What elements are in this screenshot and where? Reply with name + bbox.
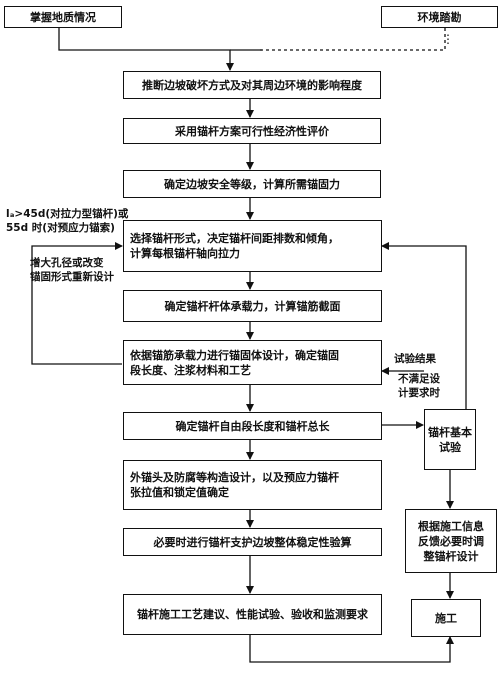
step-8: 外锚头及防腐等构造设计，以及预应力锚杆张拉值和锁定值确定 xyxy=(123,460,382,510)
redesign-label: 增大孔径或改变 锚固形式重新设计 xyxy=(30,256,114,284)
step-4-line-1: 选择锚杆形式，决定锚杆间距排数和倾角， xyxy=(130,232,339,245)
unmet-line-2: 计要求时 xyxy=(398,387,440,399)
box-geology-label: 掌握地质情况 xyxy=(30,10,96,24)
construction-box: 施工 xyxy=(411,599,481,637)
basic-test-box: 锚杆基本试验 xyxy=(424,409,476,470)
condition-label: lₐ>45d(对拉力型锚杆)或 55d 时(对预应力锚索) xyxy=(6,207,128,235)
step-2-label: 采用锚杆方案可行性经济性评价 xyxy=(175,124,329,138)
step-5-label: 确定锚杆杆体承载力，计算锚筋截面 xyxy=(164,299,341,313)
feedback-box: 根据施工信息反馈必要时调整锚杆设计 xyxy=(405,509,497,573)
unmet-line-1: 不满足设 xyxy=(398,373,440,385)
step-4-line-2: 计算每根锚杆轴向拉力 xyxy=(130,247,240,260)
construction-label: 施工 xyxy=(435,611,457,625)
box-geology: 掌握地质情况 xyxy=(4,6,122,28)
dashed-dots: ⋮ xyxy=(442,32,454,46)
step-2: 采用锚杆方案可行性经济性评价 xyxy=(123,118,381,144)
step-4: 选择锚杆形式，决定锚杆间距排数和倾角， 计算每根锚杆轴向拉力 xyxy=(123,220,382,272)
feedback-line-1: 根据施工信息 xyxy=(418,519,484,533)
step-7-label: 确定锚杆自由段长度和锚杆总长 xyxy=(175,419,330,433)
connector-10-construction xyxy=(249,635,454,663)
condition-line-2: 55d 时(对预应力锚索) xyxy=(6,222,115,234)
step-6-line-1: 依据锚筋承载力进行锚固体设计，确定锚固 xyxy=(130,348,339,362)
step-5: 确定锚杆杆体承载力，计算锚筋截面 xyxy=(123,290,382,322)
redesign-line-2: 锚固形式重新设计 xyxy=(30,271,114,283)
step-10-label: 锚杆施工工艺建议、性能试验、验收和监测要求 xyxy=(137,608,368,621)
step-6-line-2: 段长度、注浆材料和工艺 xyxy=(130,363,251,377)
step-1: 推断边坡破坏方式及对其周边环境的影响程度 xyxy=(123,71,381,99)
test-result-text: 试验结果 xyxy=(394,353,436,365)
unmet-label: 不满足设 计要求时 xyxy=(398,372,440,400)
basic-test-line-1: 锚杆基本 xyxy=(428,425,472,439)
test-result-label: 试验结果 xyxy=(394,352,436,366)
redesign-loop xyxy=(31,242,123,365)
feedback-line-2: 反馈必要时调 xyxy=(418,534,484,548)
connector-survey xyxy=(260,28,446,51)
step-8-line-1: 外锚头及防腐等构造设计，以及预应力锚杆 xyxy=(130,471,339,484)
step-1-label: 推断边坡破坏方式及对其周边环境的影响程度 xyxy=(142,78,362,92)
step-3-label: 确定边坡安全等级，计算所需锚固力 xyxy=(164,177,340,191)
step-7: 确定锚杆自由段长度和锚杆总长 xyxy=(123,412,382,440)
redesign-line-1: 增大孔径或改变 xyxy=(30,257,104,269)
step-9-label: 必要时进行锚杆支护边坡整体稳定性验算 xyxy=(153,535,352,549)
feedback-loop xyxy=(381,242,467,434)
box-survey: 环境踏勘 xyxy=(381,6,498,28)
step-8-line-2: 张拉值和锁定值确定 xyxy=(130,486,229,499)
connector-geology xyxy=(58,28,234,71)
step-3: 确定边坡安全等级，计算所需锚固力 xyxy=(123,170,381,198)
box-survey-label: 环境踏勘 xyxy=(417,10,462,24)
step-10: 锚杆施工工艺建议、性能试验、验收和监测要求 xyxy=(123,594,382,635)
step-9: 必要时进行锚杆支护边坡整体稳定性验算 xyxy=(123,528,382,556)
condition-line-1: lₐ>45d(对拉力型锚杆)或 xyxy=(6,208,129,220)
step-6: 依据锚筋承载力进行锚固体设计，确定锚固段长度、注浆材料和工艺 xyxy=(123,340,382,385)
basic-test-line-2: 试验 xyxy=(439,440,461,454)
feedback-line-3: 整锚杆设计 xyxy=(423,549,479,563)
